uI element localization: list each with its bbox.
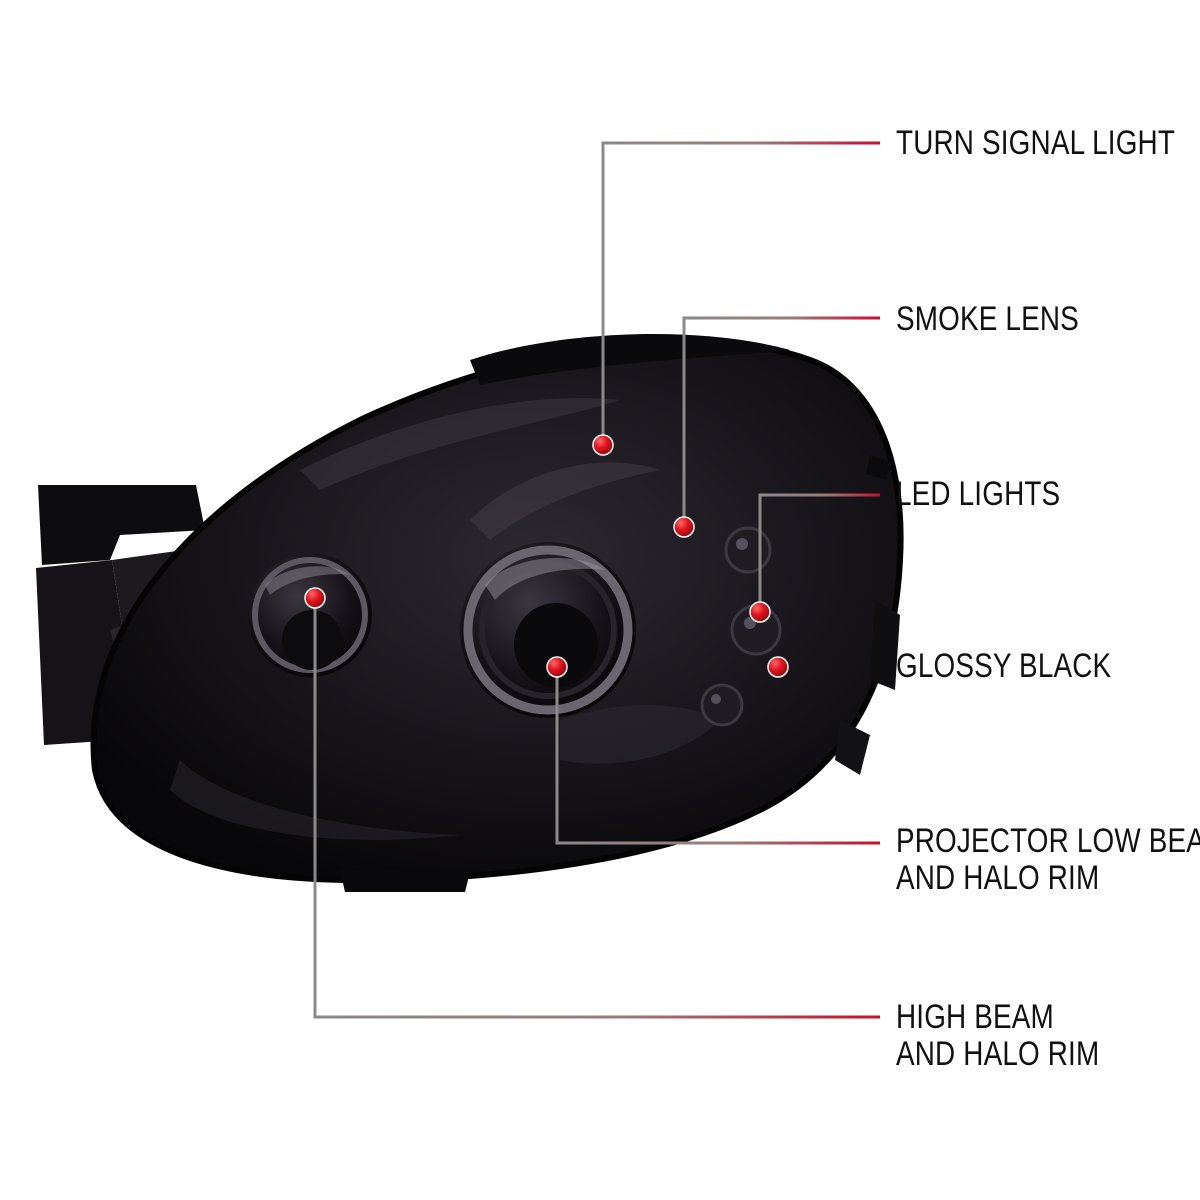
marker-glossy-black <box>767 656 789 678</box>
projector-low-beam-lens <box>460 542 636 718</box>
leader-led-lights <box>758 493 880 612</box>
leader-smoke-lens <box>682 316 880 527</box>
leader-projector-low-beam <box>555 667 880 845</box>
high-beam-lens <box>248 553 372 677</box>
marker-projector-low-beam <box>546 656 568 678</box>
callout-smoke-lens: SMOKE LENS <box>896 300 1079 338</box>
marker-turn-signal-light <box>592 434 614 456</box>
callout-projector-low-beam: PROJECTOR LOW BEAM AND HALO RIM <box>896 822 1200 897</box>
leader-lines <box>313 141 880 1019</box>
callout-led-lights: LED LIGHTS <box>896 475 1061 513</box>
leader-turn-signal-light <box>601 141 880 445</box>
marker-high-beam <box>304 587 326 609</box>
marker-led-lights <box>749 601 771 623</box>
callout-glossy-black: GLOSSY BLACK <box>896 647 1112 685</box>
marker-smoke-lens <box>673 516 695 538</box>
callout-turn-signal-light: TURN SIGNAL LIGHT <box>896 124 1176 162</box>
leader-high-beam <box>313 598 880 1019</box>
marker-dots <box>304 434 789 678</box>
callout-high-beam: HIGH BEAM AND HALO RIM <box>896 998 1100 1073</box>
